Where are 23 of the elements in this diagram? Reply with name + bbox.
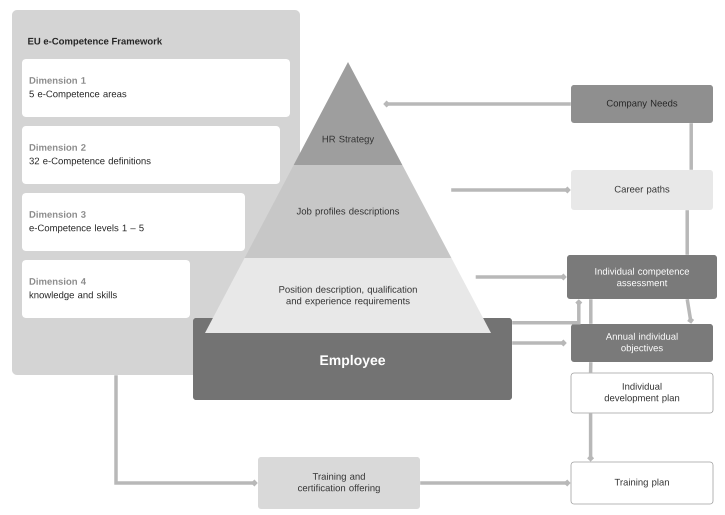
arrow bbox=[685, 298, 694, 324]
arrow bbox=[420, 480, 571, 486]
arrow bbox=[114, 375, 258, 486]
arrow bbox=[587, 413, 594, 462]
process-box: Individual development plan bbox=[570, 372, 714, 414]
process-box: Company Needs bbox=[571, 85, 713, 123]
dimension-box: Dimension 3 e-Competence levels 1 – 5 bbox=[22, 193, 245, 251]
process-box: Individual competence assessment bbox=[567, 255, 717, 299]
dimension-box: Dimension 2 32 e-Competence definitions bbox=[22, 126, 280, 184]
arrow bbox=[512, 299, 582, 325]
pyramid-tier: Job profiles descriptions bbox=[244, 165, 452, 258]
process-box: Training and certification offering bbox=[258, 457, 420, 509]
process-box: Annual individual objectives bbox=[571, 324, 713, 362]
pyramid-tier: Position description, qualification and experience requirements bbox=[205, 258, 491, 333]
dimension-box: Dimension 4 knowledge and skills bbox=[22, 260, 190, 318]
arrow bbox=[476, 274, 567, 280]
arrow bbox=[512, 340, 567, 346]
arrow bbox=[451, 186, 571, 194]
arrow bbox=[383, 100, 571, 108]
dimension-box: Dimension 1 5 e-Competence areas bbox=[22, 59, 290, 117]
process-box: Training plan bbox=[570, 462, 714, 504]
process-box: Career paths bbox=[571, 170, 713, 210]
pyramid-tier: HR Strategy bbox=[294, 62, 402, 165]
